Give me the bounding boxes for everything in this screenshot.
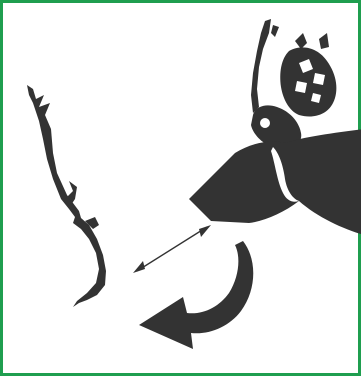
severed-body-segment-icon (189, 129, 361, 235)
jagged-tail-icon (27, 85, 106, 307)
insect-wing-icon (280, 33, 336, 117)
insect-eye-icon (260, 118, 270, 128)
distance-double-arrow-icon (133, 225, 211, 273)
curved-return-arrow-icon (139, 241, 253, 349)
illustration-canvas (3, 3, 361, 379)
